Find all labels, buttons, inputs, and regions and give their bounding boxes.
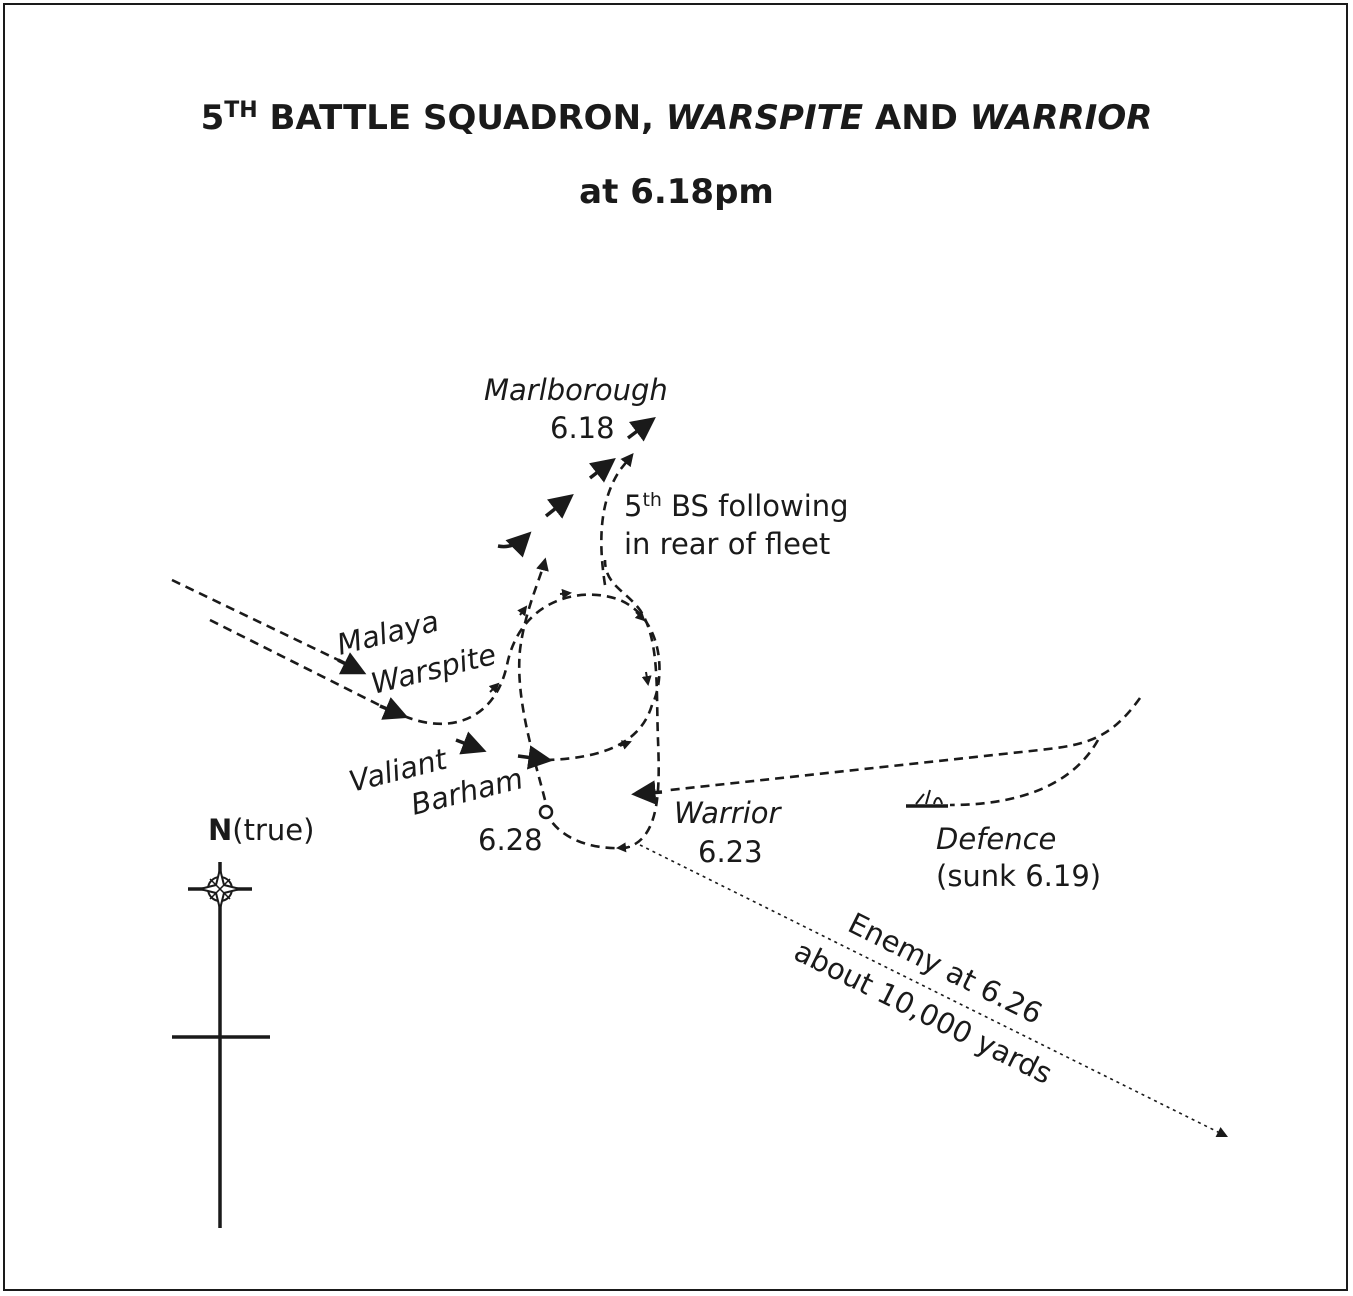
arrow-valiant [455, 731, 487, 755]
label-time-628: 6.28 [478, 823, 543, 857]
track-malaya-incoming [171, 578, 356, 670]
label-warrior-time: 6.23 [698, 835, 763, 869]
arrow-loop-5 [619, 740, 632, 750]
arrow-loop-4 [641, 671, 652, 686]
track-defence [949, 739, 1100, 807]
position-628-marker [538, 804, 554, 820]
arrow-fleet-1 [497, 531, 532, 558]
arrow-fleet-2 [544, 493, 574, 519]
arrow-warrior [631, 780, 663, 805]
track-warrior [669, 697, 1142, 792]
track-barham [517, 557, 549, 801]
track-lower-loop [543, 559, 660, 850]
track-5th-bs [600, 452, 634, 586]
label-marlborough: Marlborough [484, 373, 668, 407]
diagram-subtitle: at 6.18pm [579, 172, 774, 212]
diagram-title: 5TH BATTLE SQUADRON, WARSPITE AND WARRIO… [200, 98, 1153, 138]
arrow-warspite [379, 697, 409, 720]
arrow-loop-1 [488, 682, 500, 694]
arrow-malaya [337, 652, 367, 675]
arrow-fleet-4 [626, 417, 656, 442]
label-north: N(true) [208, 813, 314, 847]
label-defence: Defence [936, 822, 1056, 856]
label-5th-bs-line1: 5th BS following [624, 489, 849, 523]
defence-sunk-symbol [906, 789, 948, 808]
label-marlborough-time: 6.18 [550, 411, 615, 445]
track-warspite-incoming [209, 618, 396, 715]
diagram-frame [3, 3, 1348, 1291]
arrow-loop-6 [616, 842, 631, 853]
label-5th-bs-line2: in rear of fleet [624, 527, 830, 561]
north-compass [172, 862, 270, 1228]
enemy-bearing-line [639, 844, 1229, 1138]
arrow-fleet-3 [588, 458, 616, 483]
track-warspite-loop [403, 593, 661, 762]
label-warrior: Warrior [674, 796, 783, 830]
arrow-barham [517, 745, 553, 770]
arrow-loop-7 [634, 610, 646, 622]
arrow-loop-3 [559, 588, 572, 599]
arrow-loop-2 [517, 605, 528, 617]
label-defence-note: (sunk 6.19) [936, 859, 1101, 893]
